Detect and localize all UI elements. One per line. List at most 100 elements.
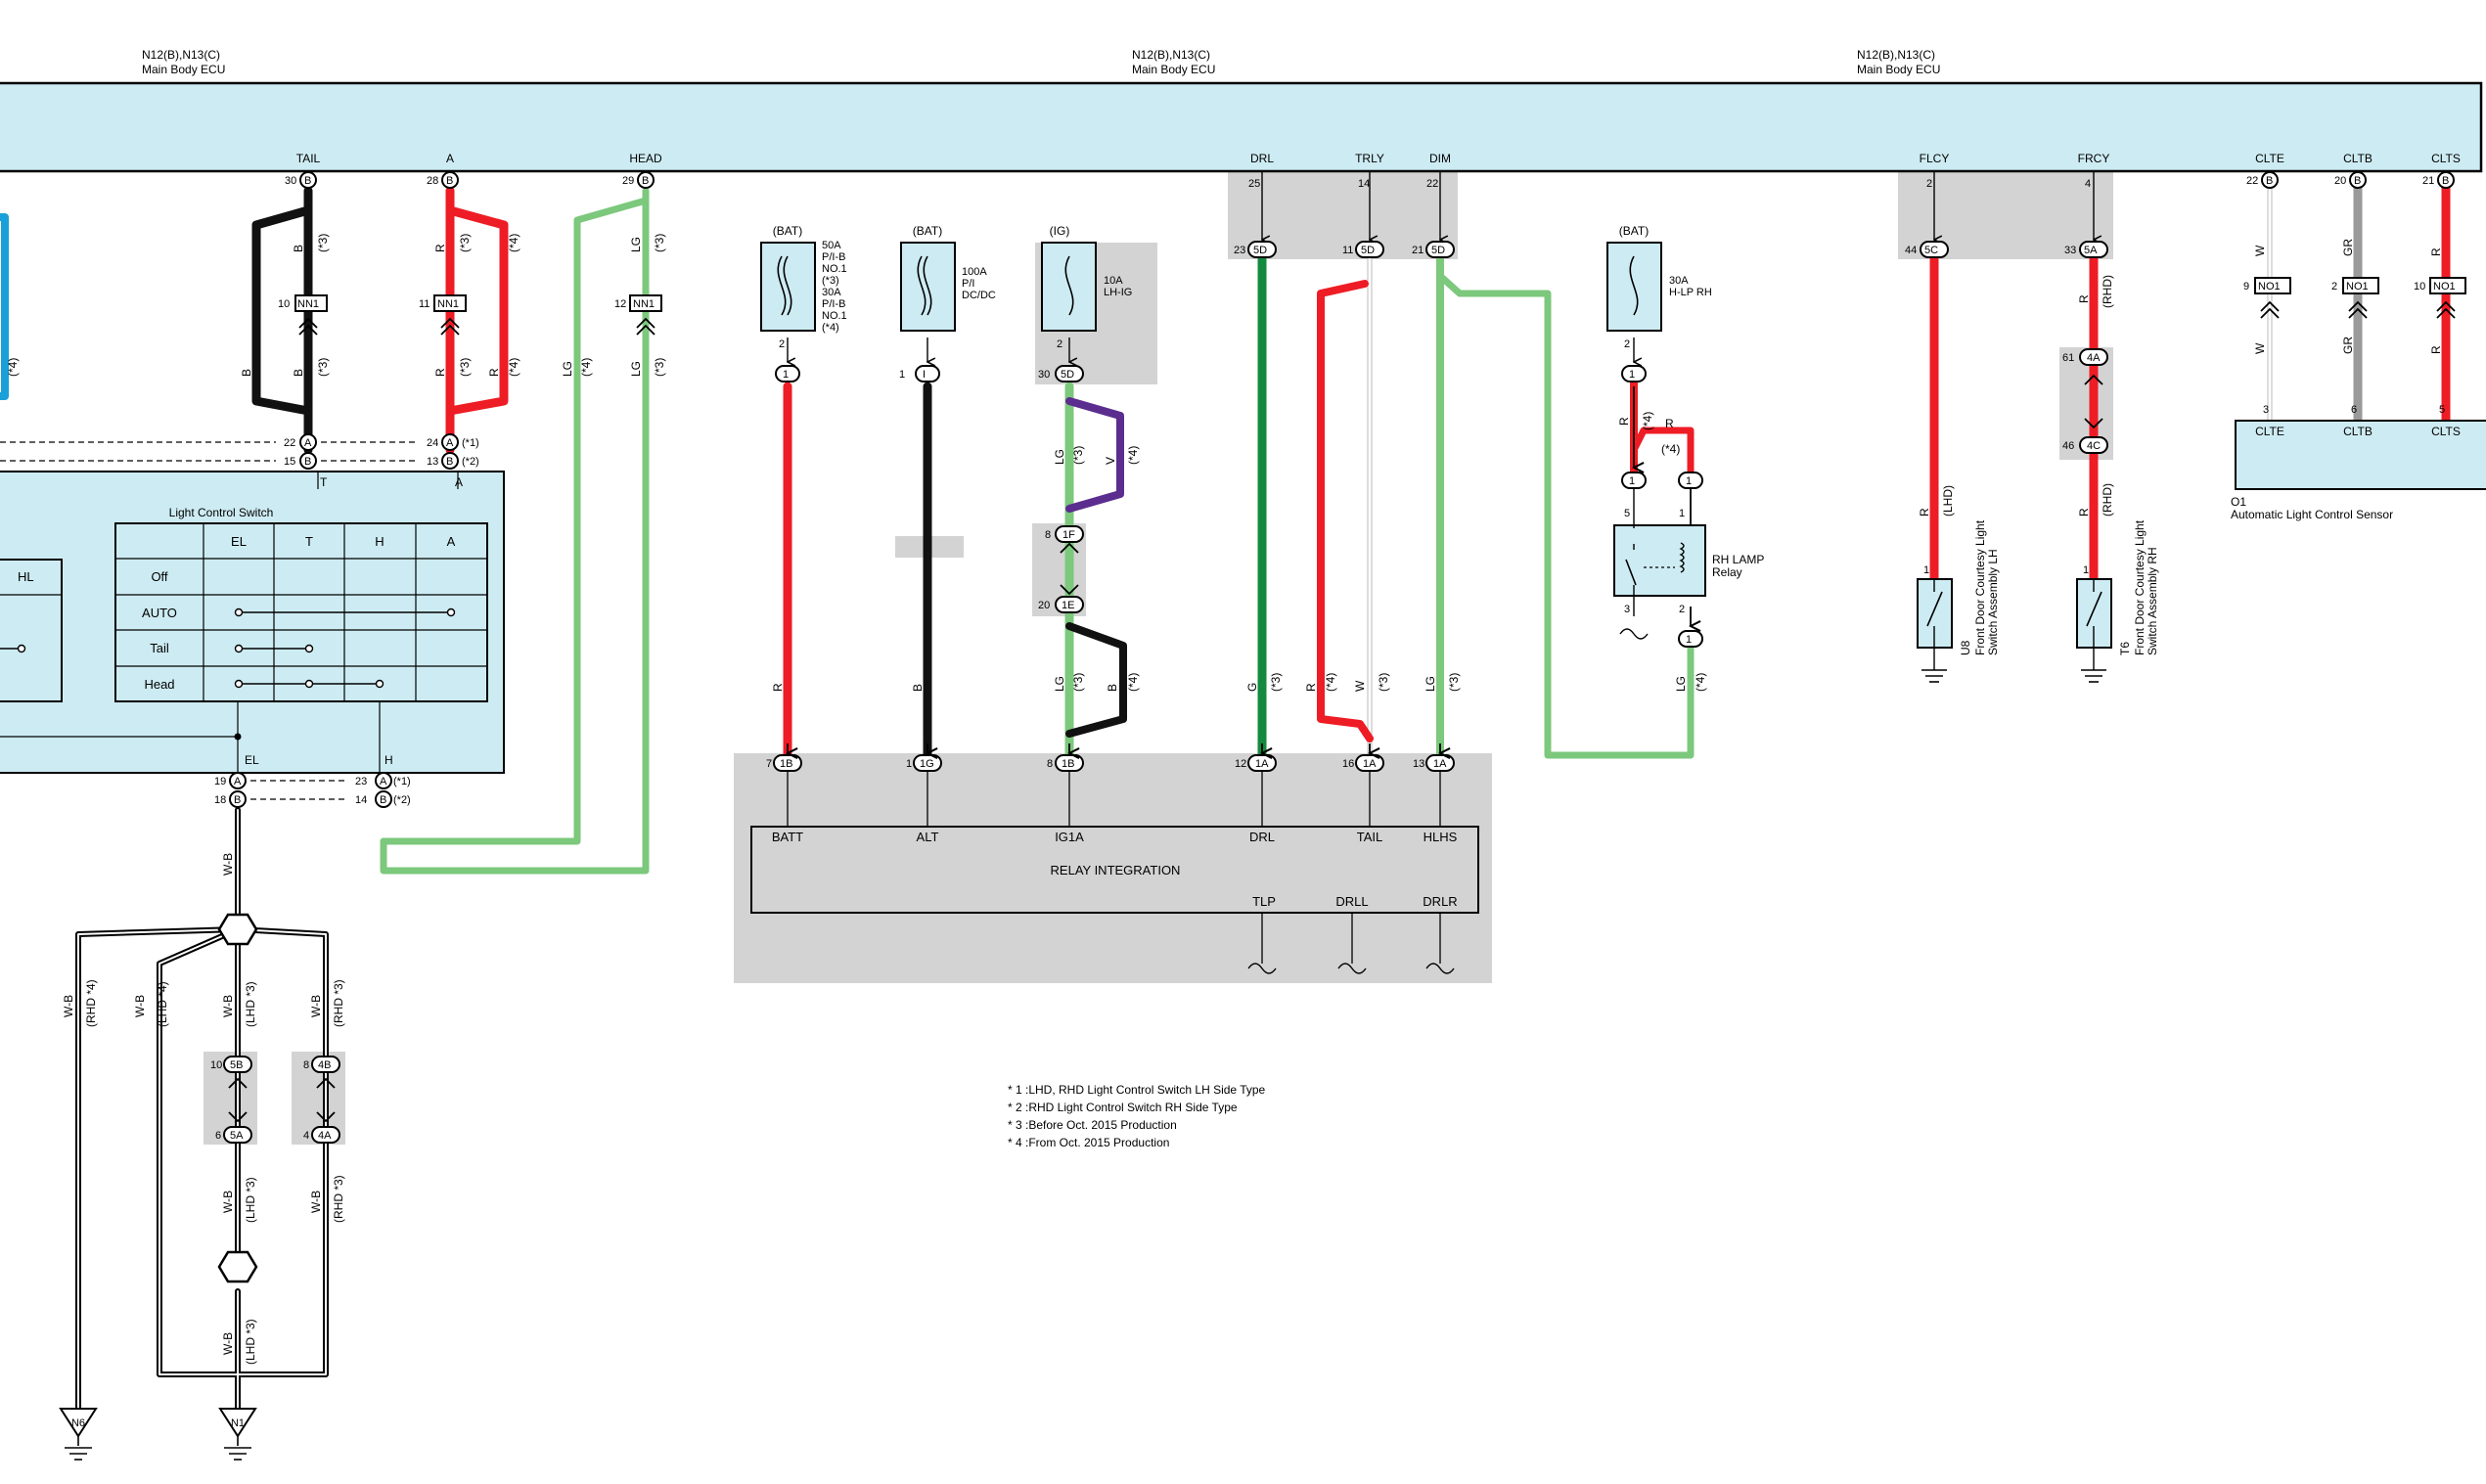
svg-text:B: B [304, 456, 311, 468]
svg-text:LG: LG [1053, 449, 1066, 465]
courtesy-switch-lh: 1 U8 Front Door Courtesy Light Switch As… [1917, 519, 2000, 683]
svg-text:(RHD *3): (RHD *3) [332, 1175, 345, 1223]
svg-text:20: 20 [1038, 600, 1050, 611]
svg-text:LG: LG [1674, 676, 1688, 692]
svg-text:(*3): (*3) [653, 234, 666, 252]
svg-text:(*4): (*4) [1126, 673, 1140, 692]
svg-text:5B: 5B [230, 1059, 243, 1071]
svg-text:W-B: W-B [221, 1191, 235, 1213]
automatic-light-control-sensor: 3 6 5 CLTE CLTB CLTS O1 Automatic Light … [2231, 404, 2486, 521]
fuse-2: (BAT) 100A P/I DC/DC [900, 224, 996, 332]
svg-text:A: A [304, 437, 312, 449]
chevron-icons [228, 300, 2456, 1123]
svg-text:(*1): (*1) [462, 437, 479, 449]
light-control-switch: T A Light Control Switch HL EL T H A Off… [0, 441, 505, 800]
svg-text:5A: 5A [230, 1130, 244, 1142]
svg-text:3: 3 [1624, 604, 1630, 615]
svg-text:A: A [446, 437, 454, 449]
svg-text:2: 2 [1624, 338, 1630, 350]
svg-text:4A: 4A [2087, 352, 2101, 364]
svg-text:Head: Head [144, 677, 174, 692]
svg-text:TLP: TLP [1252, 894, 1276, 909]
svg-text:B: B [1106, 684, 1119, 692]
svg-text:Automatic Light Control Sensor: Automatic Light Control Sensor [2231, 508, 2393, 521]
svg-text:6: 6 [2351, 404, 2357, 416]
ground-splices [217, 913, 258, 1283]
svg-text:R: R [2429, 247, 2443, 256]
svg-text:4B: 4B [318, 1059, 331, 1071]
svg-text:1: 1 [2083, 564, 2089, 576]
svg-text:2: 2 [779, 338, 785, 350]
svg-text:N12(B),N13(C): N12(B),N13(C) [1132, 48, 1210, 62]
svg-text:Main Body ECU: Main Body ECU [142, 63, 225, 76]
svg-text:N6: N6 [71, 1417, 85, 1429]
svg-text:LG: LG [629, 237, 643, 252]
svg-text:2: 2 [1057, 338, 1062, 350]
svg-text:NO1: NO1 [2433, 281, 2456, 292]
svg-text:12: 12 [1235, 758, 1246, 770]
terminal-trly: TRLY [1355, 152, 1384, 165]
svg-text:P/I-B: P/I-B [822, 251, 845, 263]
svg-text:IG1A: IG1A [1055, 830, 1084, 844]
svg-text:22: 22 [1426, 178, 1438, 190]
svg-text:5C: 5C [1924, 245, 1938, 256]
svg-text:11: 11 [419, 298, 429, 310]
svg-text:W-B: W-B [62, 995, 75, 1017]
svg-text:5: 5 [1624, 508, 1630, 519]
svg-text:24: 24 [427, 437, 438, 449]
terminal-frcy: FRCY [2078, 152, 2110, 165]
svg-text:(*3): (*3) [1071, 446, 1085, 465]
svg-text:44: 44 [1905, 245, 1917, 256]
svg-text:W-B: W-B [221, 995, 235, 1017]
svg-text:CLTS: CLTS [2431, 425, 2461, 438]
svg-text:W-B: W-B [221, 1332, 235, 1355]
svg-text:NO.1: NO.1 [822, 310, 847, 322]
ground-n1: N1 [218, 1408, 257, 1461]
svg-text:1: 1 [1679, 508, 1685, 519]
svg-text:* 3 :Before Oct. 2015 Producti: * 3 :Before Oct. 2015 Production [1008, 1118, 1177, 1132]
svg-text:Main Body ECU: Main Body ECU [1132, 63, 1215, 76]
ground-n6: N6 [59, 1408, 98, 1461]
svg-text:1: 1 [906, 758, 912, 770]
svg-text:(*3): (*3) [458, 358, 472, 377]
ecu-terminal-labels: TAIL A HEAD DRL TRLY DIM FLCY FRCY CLTE … [296, 152, 2461, 165]
terminal-dim: DIM [1429, 152, 1451, 165]
svg-text:(*3): (*3) [653, 358, 666, 377]
svg-text:T: T [305, 534, 313, 549]
svg-text:B: B [2354, 175, 2361, 187]
svg-text:A: A [447, 534, 456, 549]
svg-text:(RHD *3): (RHD *3) [332, 979, 345, 1027]
svg-text:R: R [2429, 345, 2443, 354]
svg-text:NN1: NN1 [437, 298, 459, 310]
svg-text:5D: 5D [1253, 245, 1267, 256]
svg-text:46: 46 [2062, 440, 2074, 452]
svg-text:NO1: NO1 [2258, 281, 2281, 292]
footnotes: * 1 :LHD, RHD Light Control Switch LH Si… [1008, 1083, 1266, 1149]
svg-text:W: W [1353, 680, 1367, 692]
svg-text:P/I-B: P/I-B [822, 298, 845, 310]
svg-text:5A: 5A [2084, 245, 2098, 256]
terminal-tail: TAIL [296, 152, 321, 165]
svg-text:(*3): (*3) [316, 358, 330, 377]
svg-text:(*3): (*3) [1269, 673, 1283, 692]
svg-text:GR: GR [2341, 239, 2355, 256]
svg-text:H: H [375, 534, 384, 549]
svg-text:(*4): (*4) [1324, 673, 1337, 692]
svg-text:Relay: Relay [1712, 565, 1742, 579]
svg-text:R: R [2077, 294, 2091, 303]
svg-text:5: 5 [2439, 404, 2445, 416]
svg-text:W-B: W-B [309, 1191, 323, 1213]
ecu-header-1: N12(B),N13(C) Main Body ECU [142, 48, 225, 76]
svg-text:NO1: NO1 [2346, 281, 2369, 292]
svg-text:GR: GR [2341, 337, 2355, 354]
svg-text:(*4): (*4) [1641, 412, 1654, 430]
svg-text:NN1: NN1 [297, 298, 319, 310]
pin-markers [223, 171, 2466, 1144]
svg-text:DRL: DRL [1249, 830, 1275, 844]
svg-text:(*4): (*4) [507, 234, 520, 252]
svg-text:HLHS: HLHS [1424, 830, 1458, 844]
courtesy-switch-rh: 1 T6 Front Door Courtesy Light Switch As… [2076, 519, 2159, 683]
svg-text:1G: 1G [920, 758, 934, 770]
svg-text:21: 21 [2422, 175, 2434, 187]
svg-text:1: 1 [1629, 475, 1635, 487]
